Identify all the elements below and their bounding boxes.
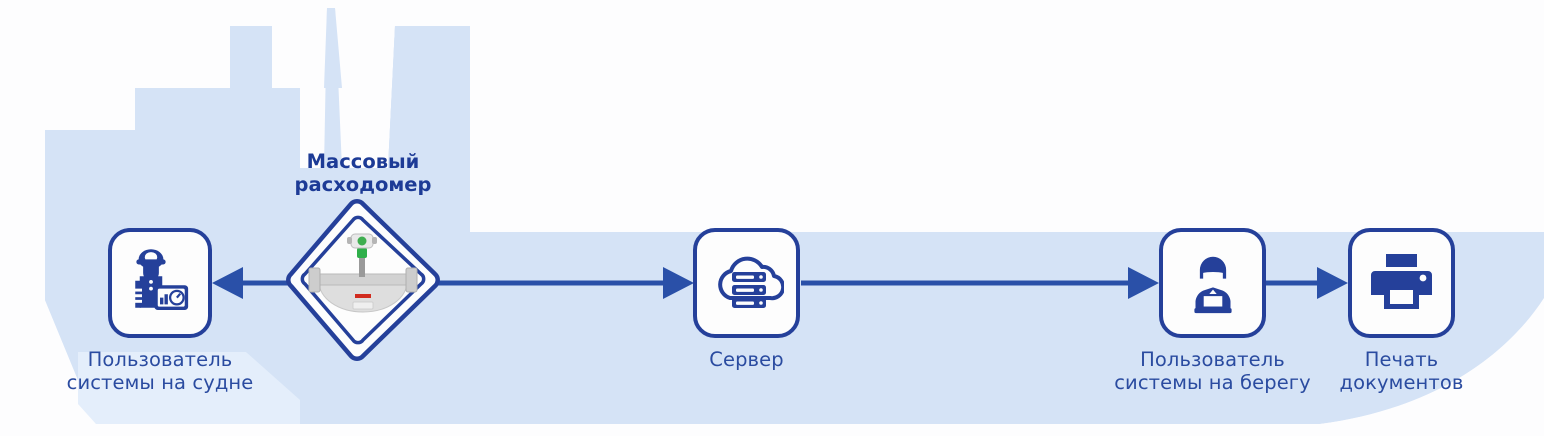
ship-officer-with-monitor-icon [134, 249, 189, 310]
label-line-2: системы на судне [66, 371, 254, 394]
node-shore-user[interactable]: Пользователь системы на берегу [1114, 228, 1311, 394]
node-printer-box[interactable] [1348, 228, 1455, 338]
node-shore-user-label: Пользователь системы на берегу [1114, 348, 1311, 394]
ship-stern-edge [246, 352, 300, 400]
node-printer-label: Печать документов [1340, 348, 1464, 394]
label-line-1: Печать [1364, 348, 1439, 371]
ship-stern-shading [78, 352, 300, 424]
arrow-server-to-shore-user [801, 267, 1159, 299]
diamond-double-outline [286, 199, 440, 361]
node-flowmeter[interactable]: Массовый расходомер [285, 150, 441, 362]
node-ship-user-box[interactable] [108, 228, 212, 338]
node-server-label: Сервер [709, 348, 783, 371]
label-line-2: системы на берегу [1114, 371, 1311, 394]
label-line-2: документов [1339, 371, 1464, 394]
ship-antenna-mast [324, 8, 342, 88]
printer-icon [1370, 254, 1432, 309]
ship-deck-cutout-upper [470, 26, 800, 168]
node-flowmeter-title: Массовый расходомер [295, 150, 432, 196]
arrow-flowmeter-to-server [430, 267, 694, 299]
ship-bridge-tower [230, 26, 272, 232]
node-printer[interactable]: Печать документов [1340, 228, 1463, 394]
title-line-1: Массовый [306, 150, 420, 173]
label-line-1: Сервер [709, 348, 784, 371]
ship-bow-cutout [1320, 298, 1544, 436]
person-with-laptop-icon [1193, 256, 1232, 314]
title-line-2: расходомер [294, 173, 432, 196]
node-shore-user-box[interactable] [1159, 228, 1266, 338]
node-flowmeter-shape[interactable] [285, 198, 441, 362]
ship-foredeck-cutout [470, 168, 1544, 232]
mass-flowmeter-icon [308, 233, 418, 313]
node-server-box[interactable] [693, 228, 800, 338]
ship-funnel-block [300, 26, 470, 232]
node-ship-user-label: Пользователь системы на судне [67, 348, 254, 394]
ship-stern-superstructure [45, 130, 135, 232]
label-line-1: Пользователь [1140, 348, 1285, 371]
node-server[interactable]: Сервер [693, 228, 800, 371]
ship-bridge-wing [272, 88, 300, 232]
arrow-shore-user-to-printer [1266, 267, 1348, 299]
node-ship-user[interactable]: Пользователь системы на судне [67, 228, 253, 394]
cloud-server-icon [717, 256, 784, 308]
ship-accommodation-block [135, 88, 230, 232]
label-line-1: Пользователь [87, 348, 233, 371]
